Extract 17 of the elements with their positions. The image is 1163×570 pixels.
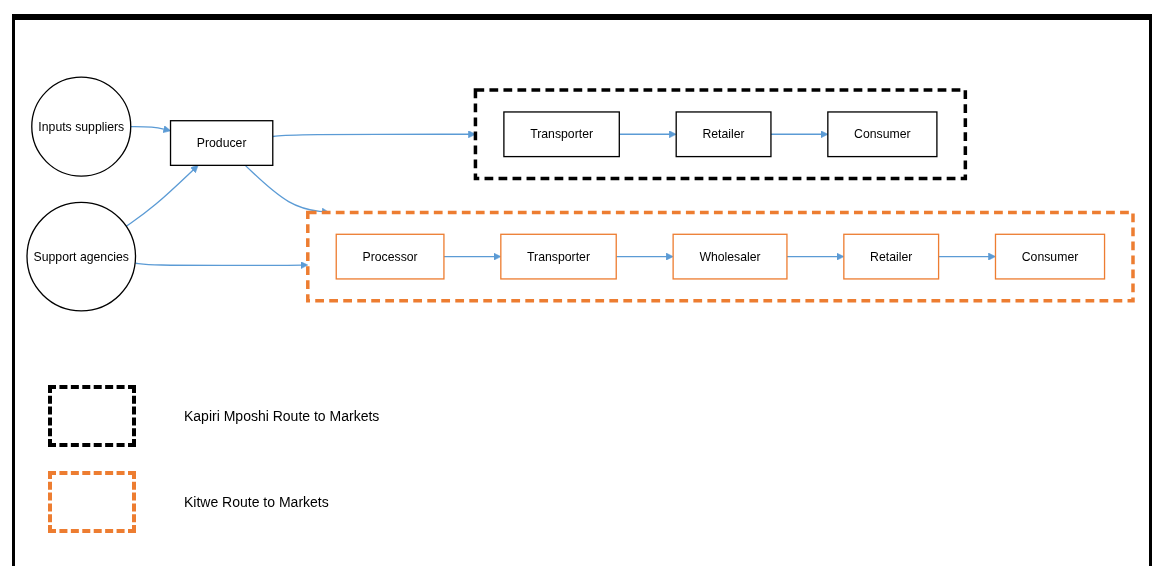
node-box: Producer [169, 120, 274, 166]
node-box: Transporter [500, 233, 617, 280]
arrow [130, 125, 171, 133]
legend-text: Kitwe Route to Markets [184, 494, 329, 510]
legend-text: Kapiri Mposhi Route to Markets [184, 408, 380, 424]
node-box: Transporter [503, 111, 620, 158]
node-box: Retailer [675, 111, 772, 158]
node-circle: Inputs suppliers [31, 76, 132, 177]
node-box: Consumer [994, 233, 1106, 280]
node-box: Consumer [827, 111, 938, 158]
node-box: Processor [335, 233, 445, 280]
node-box: Retailer [843, 233, 940, 280]
node-box: Wholesaler [672, 233, 788, 280]
cluster [473, 88, 968, 181]
arrow [125, 165, 199, 227]
node-circle: Support agencies [26, 201, 137, 312]
cluster [306, 210, 1135, 303]
